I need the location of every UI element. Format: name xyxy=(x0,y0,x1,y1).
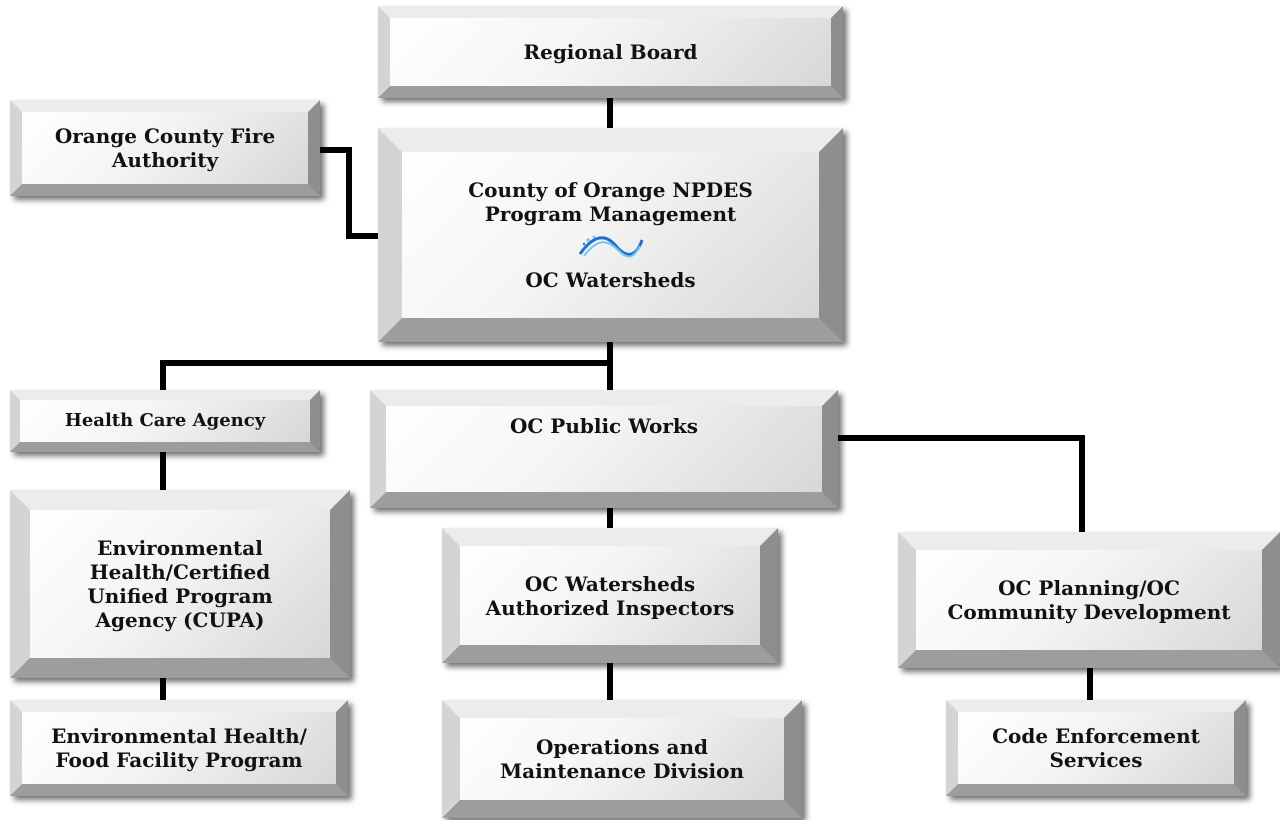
health-care-label: Health Care Agency xyxy=(64,410,266,431)
regional-board-face: Regional Board xyxy=(390,18,831,86)
public-works-face: OC Public Works xyxy=(386,406,822,492)
cupa-label: Environmental Health/Certified Unified P… xyxy=(87,536,273,632)
health-care-face: Health Care Agency xyxy=(20,400,310,442)
public-works-box: OC Public Works xyxy=(370,390,838,508)
fire-authority-label: Orange County Fire Authority xyxy=(54,124,276,172)
code-enforcement-face: Code Enforcement Services xyxy=(958,712,1234,784)
ocw-inspectors-label: OC Watersheds Authorized Inspectors xyxy=(485,571,735,620)
food-facility-box: Environmental Health/ Food Facility Prog… xyxy=(10,700,348,796)
planning-label: OC Planning/OC Community Development xyxy=(947,576,1231,624)
county-npdes-face: County of Orange NPDES Program Managemen… xyxy=(402,152,819,318)
ocw-inspectors-face: OC Watersheds Authorized Inspectors xyxy=(460,546,760,645)
planning-face: OC Planning/OC Community Development xyxy=(916,550,1262,650)
oc-watersheds-label: OC Watersheds xyxy=(525,268,696,292)
health-care-box: Health Care Agency xyxy=(10,390,320,452)
cupa-box: Environmental Health/Certified Unified P… xyxy=(10,490,350,678)
planning-box: OC Planning/OC Community Development xyxy=(898,532,1280,668)
code-enforcement-box: Code Enforcement Services xyxy=(946,700,1246,796)
regional-board-label: Regional Board xyxy=(523,40,698,64)
regional-board-box: Regional Board xyxy=(378,6,843,98)
operations-box: Operations and Maintenance Division xyxy=(442,700,802,818)
operations-label: Operations and Maintenance Division xyxy=(499,735,744,783)
food-facility-label: Environmental Health/ Food Facility Prog… xyxy=(51,724,307,772)
public-works-label: OC Public Works xyxy=(509,414,699,438)
county-npdes-box: County of Orange NPDES Program Managemen… xyxy=(378,128,843,342)
fire-authority-box: Orange County Fire Authority xyxy=(10,100,320,196)
wave-icon xyxy=(578,235,643,258)
code-enforcement-label: Code Enforcement Services xyxy=(992,724,1200,772)
county-npdes-label: County of Orange NPDES Program Managemen… xyxy=(468,178,753,226)
food-facility-face: Environmental Health/ Food Facility Prog… xyxy=(22,712,336,784)
ocw-inspectors-box: OC Watersheds Authorized Inspectors xyxy=(442,528,778,663)
fire-authority-face: Orange County Fire Authority xyxy=(22,112,308,184)
cupa-face: Environmental Health/Certified Unified P… xyxy=(30,510,330,658)
operations-face: Operations and Maintenance Division xyxy=(460,718,784,800)
